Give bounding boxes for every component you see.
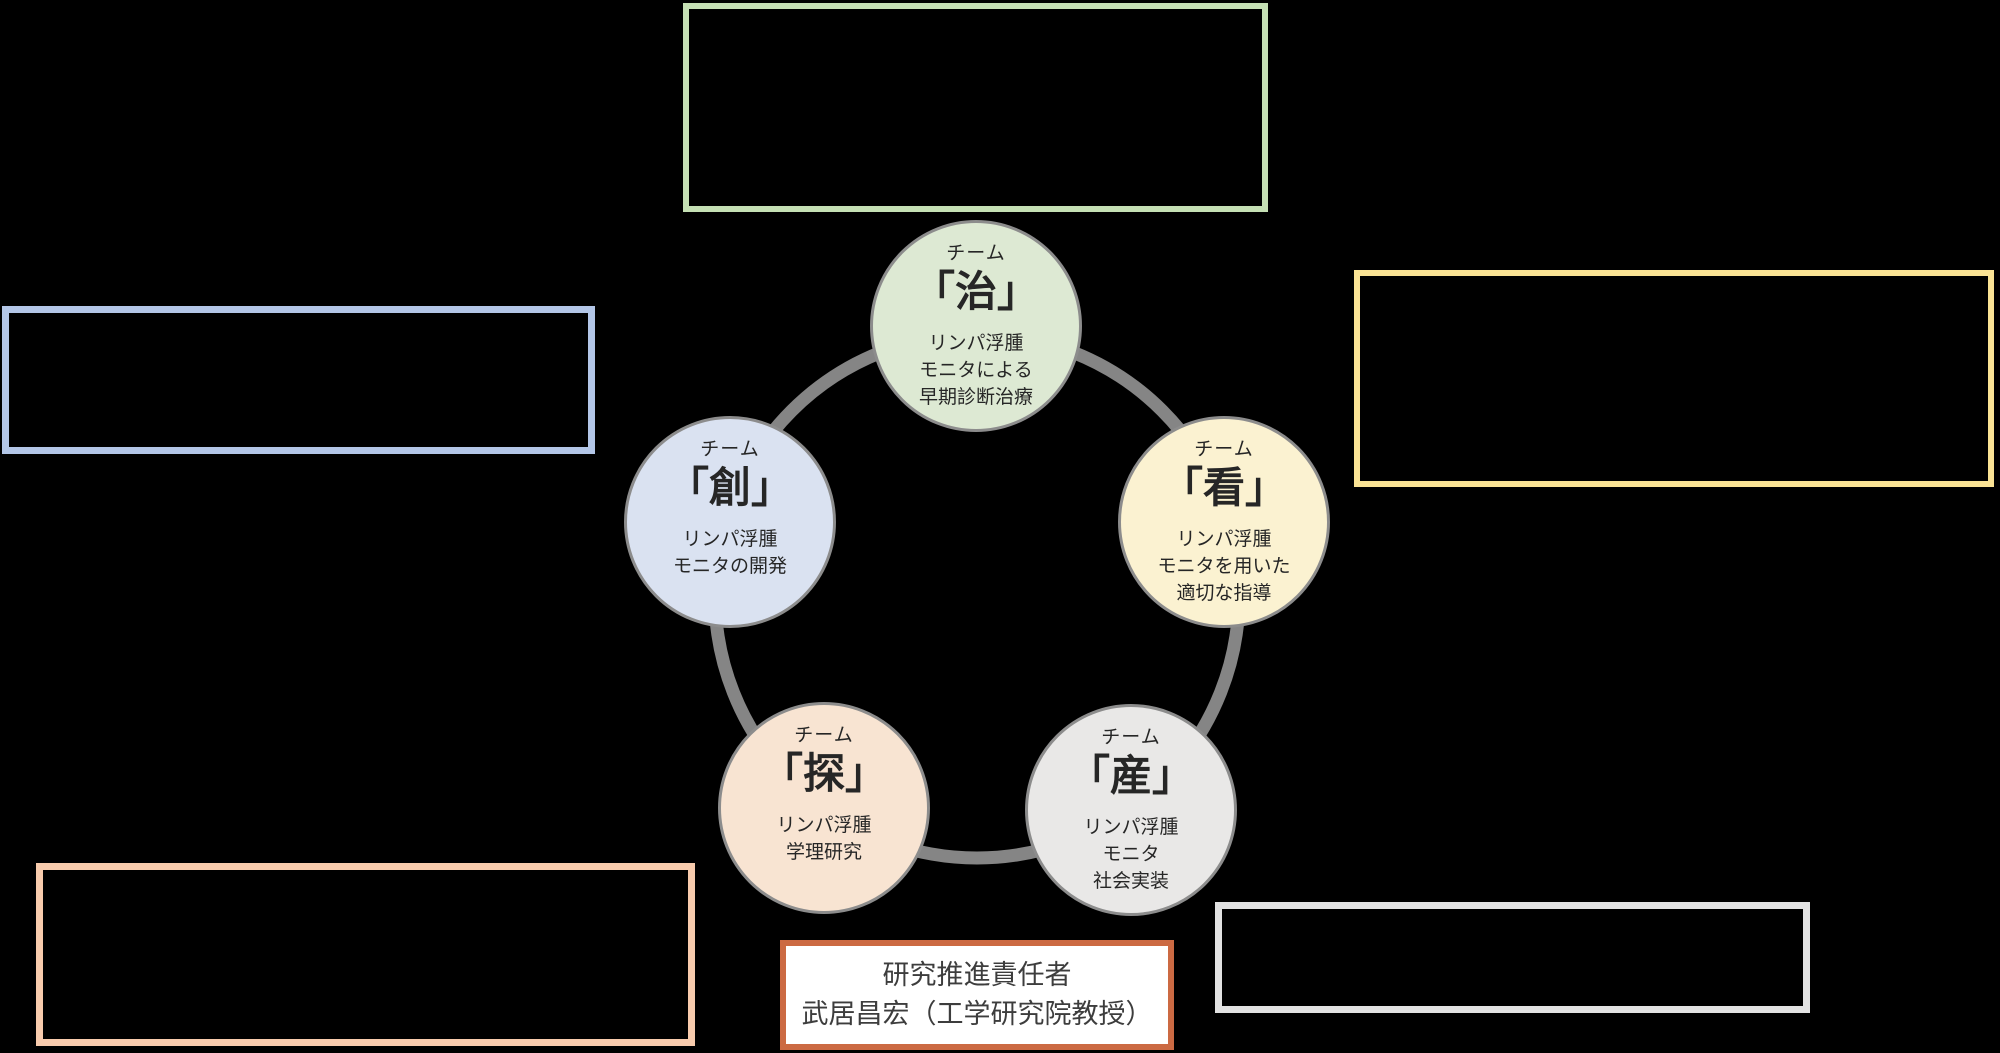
team-desc-line: モニタ bbox=[1102, 844, 1160, 865]
team-label: チーム bbox=[1194, 439, 1254, 460]
team-description: リンパ浮腫 モニタによる 早期診断治療 bbox=[919, 330, 1033, 411]
team-circle-kan: チーム 「看」 リンパ浮腫 モニタを用いた 適切な指導 bbox=[1118, 416, 1330, 628]
team-desc-line: リンパ浮腫 bbox=[776, 815, 872, 836]
team-desc-line: モニタの開発 bbox=[672, 556, 787, 577]
leader-name: 武居昌宏（工学研究院教授） bbox=[801, 999, 1153, 1029]
team-desc-line: 学理研究 bbox=[785, 842, 862, 863]
team-kanji: 「創」 bbox=[666, 464, 793, 511]
callout-box-yellow bbox=[1354, 270, 1994, 487]
team-desc-line: 早期診断治療 bbox=[918, 387, 1033, 408]
team-description: リンパ浮腫 モニタ 社会実装 bbox=[1083, 814, 1178, 895]
team-label: チーム bbox=[946, 243, 1006, 264]
team-circle-tan: チーム 「探」 リンパ浮腫 学理研究 bbox=[718, 702, 930, 914]
team-circle-chi: チーム 「治」 リンパ浮腫 モニタによる 早期診断治療 bbox=[870, 220, 1082, 432]
team-desc-line: 適切な指導 bbox=[1176, 583, 1272, 604]
callout-box-orange bbox=[36, 863, 695, 1046]
team-circle-san: チーム 「産」 リンパ浮腫 モニタ 社会実装 bbox=[1025, 704, 1237, 916]
team-kanji: 「看」 bbox=[1160, 464, 1287, 511]
team-description: リンパ浮腫 学理研究 bbox=[776, 812, 871, 866]
team-label: チーム bbox=[1101, 727, 1161, 748]
team-label: チーム bbox=[794, 725, 854, 746]
team-desc-line: リンパ浮腫 bbox=[1176, 529, 1272, 550]
callout-box-blue bbox=[2, 306, 595, 454]
team-desc-line: リンパ浮腫 bbox=[928, 333, 1024, 354]
team-kanji: 「産」 bbox=[1067, 752, 1194, 799]
team-desc-line: モニタによる bbox=[919, 360, 1033, 381]
team-label: チーム bbox=[700, 439, 760, 460]
team-description: リンパ浮腫 モニタを用いた 適切な指導 bbox=[1157, 526, 1290, 607]
team-description: リンパ浮腫 モニタの開発 bbox=[673, 526, 787, 580]
leader-box: 研究推進責任者 武居昌宏（工学研究院教授） bbox=[780, 940, 1174, 1050]
team-desc-line: リンパ浮腫 bbox=[682, 529, 778, 550]
team-desc-line: モニタを用いた bbox=[1157, 556, 1291, 577]
team-desc-line: リンパ浮腫 bbox=[1083, 817, 1179, 838]
callout-box-green bbox=[683, 3, 1268, 212]
leader-title: 研究推進責任者 bbox=[882, 960, 1072, 990]
team-desc-line: 社会実装 bbox=[1092, 871, 1169, 892]
team-kanji: 「探」 bbox=[760, 750, 887, 797]
team-circle-sou: チーム 「創」 リンパ浮腫 モニタの開発 bbox=[624, 416, 836, 628]
callout-box-gray bbox=[1215, 902, 1810, 1013]
team-kanji: 「治」 bbox=[912, 268, 1039, 315]
